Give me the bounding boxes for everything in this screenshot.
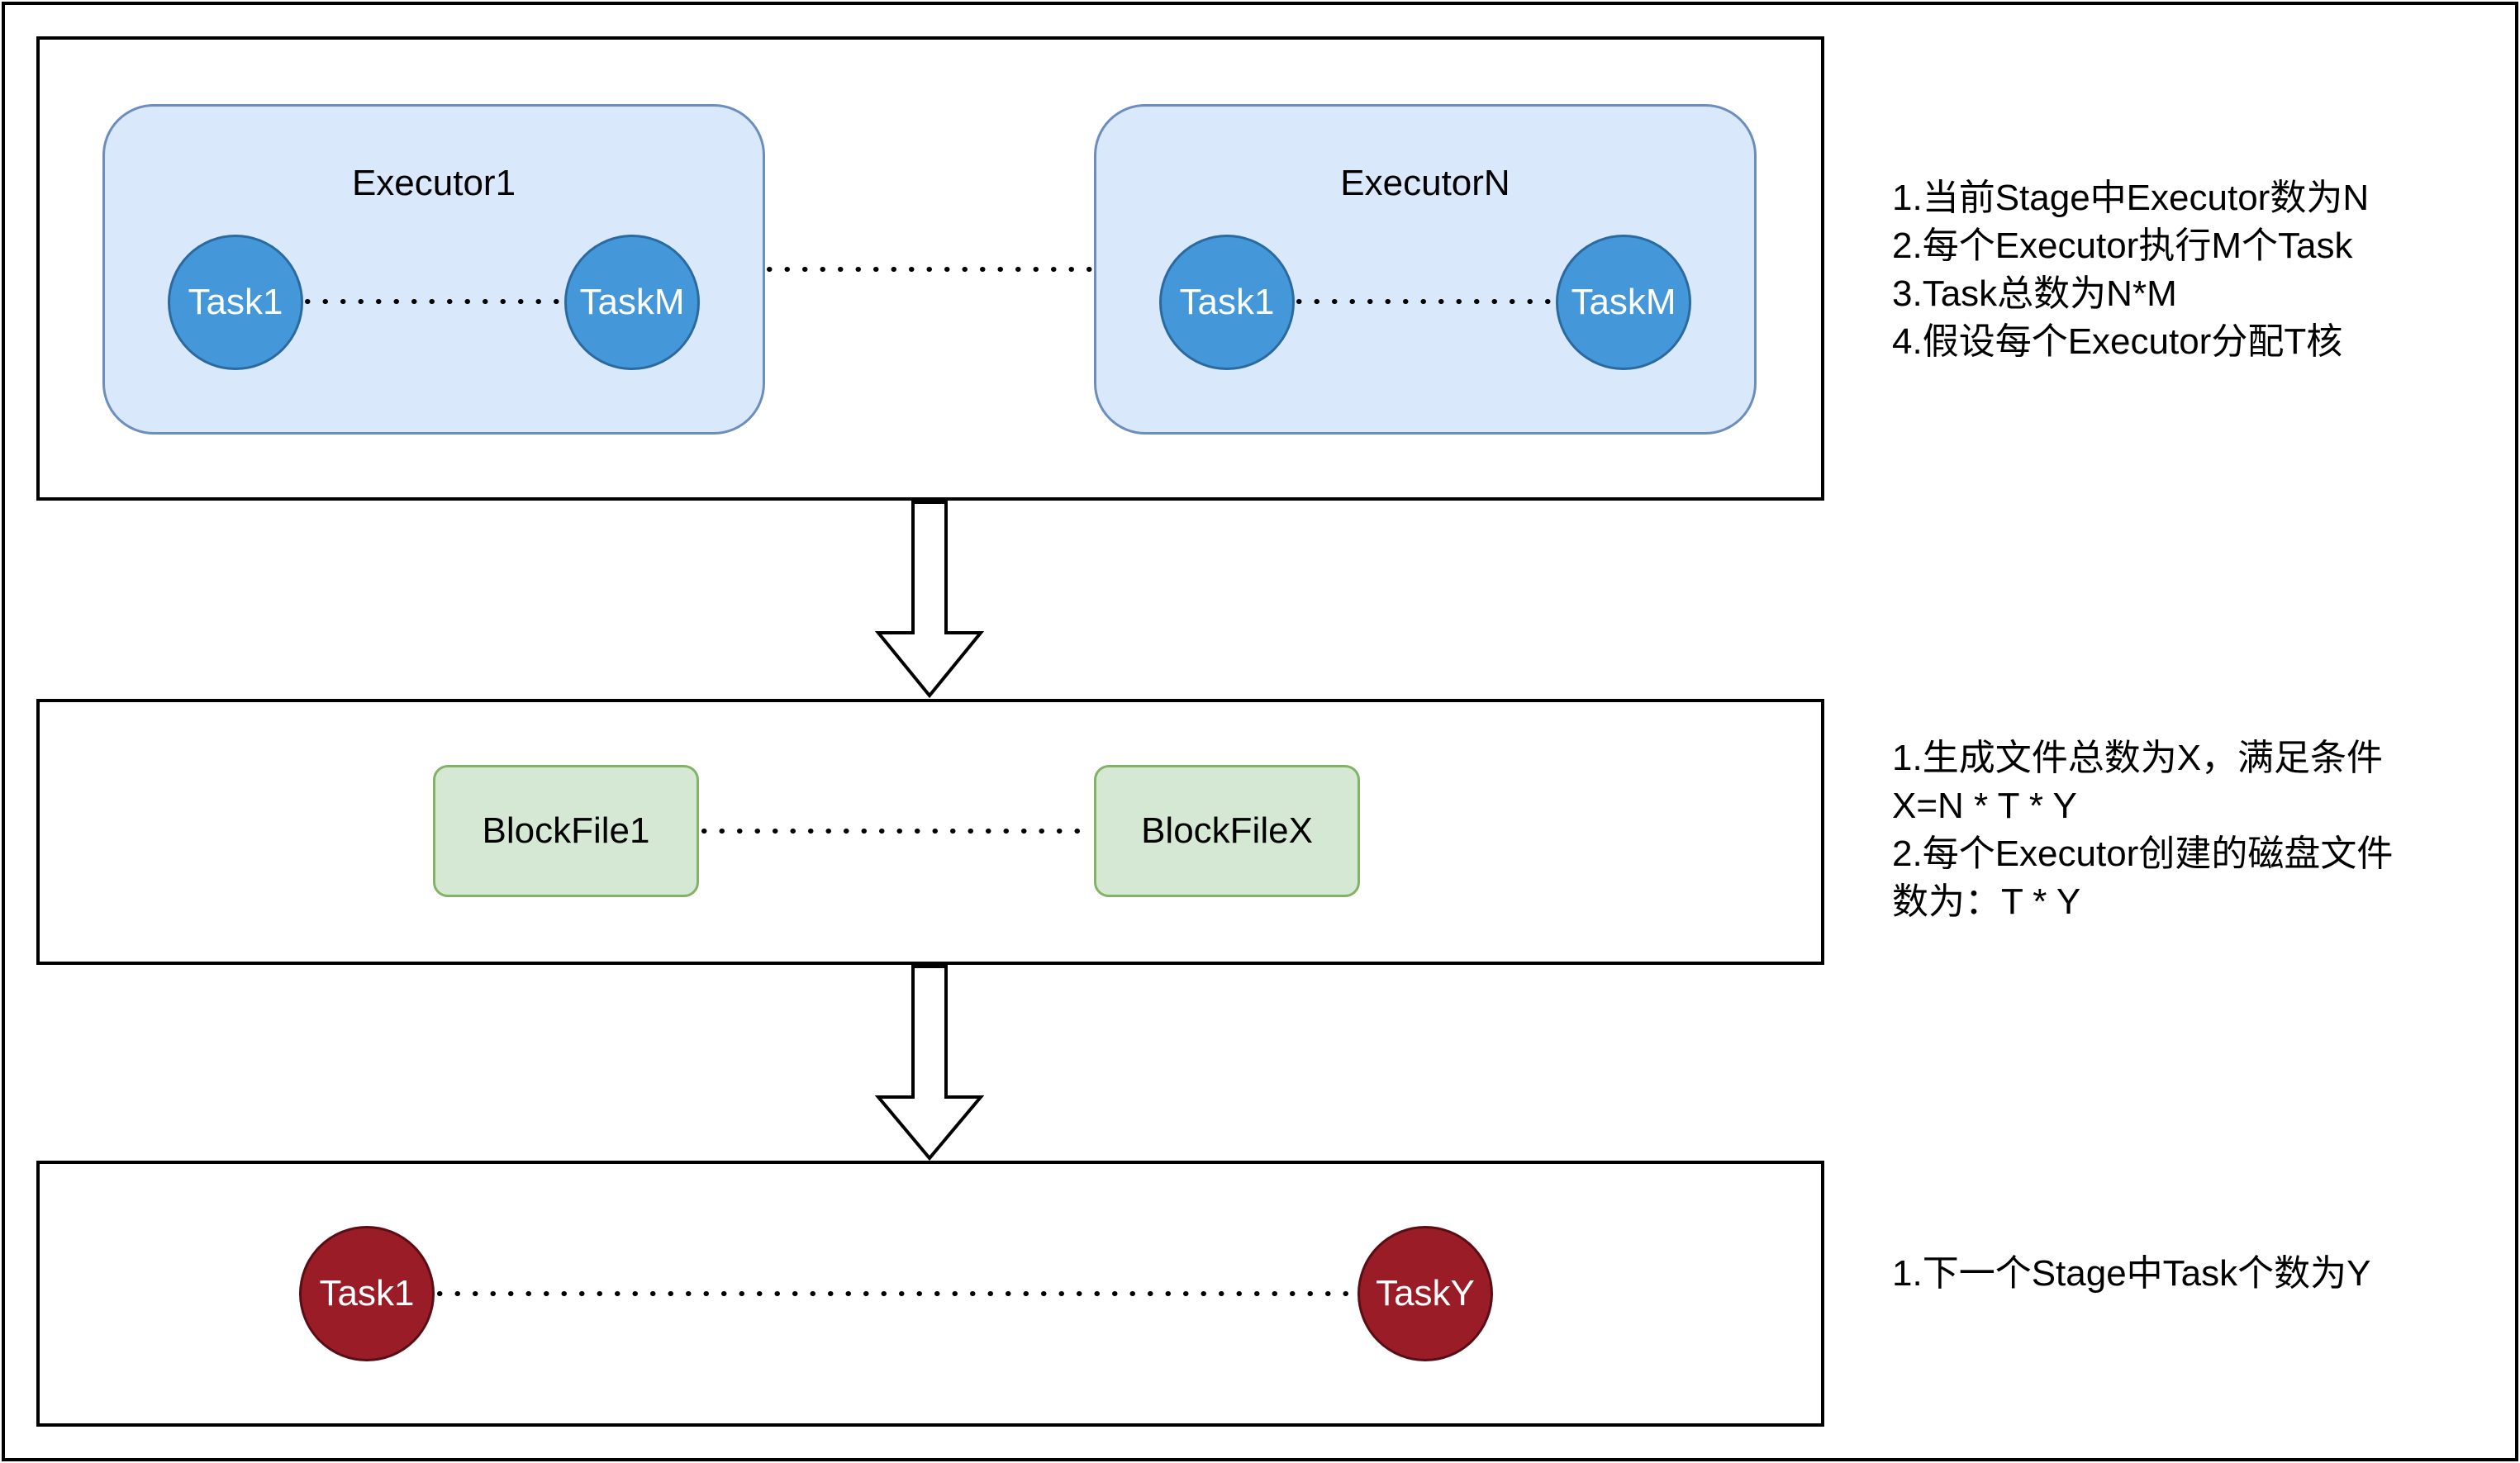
task-node: TaskM <box>1556 235 1691 370</box>
note-line: 2.每个Executor执行M个Task <box>1892 226 2353 266</box>
note-line: 数为：T * Y <box>1892 881 2081 922</box>
block-file: BlockFile1 <box>433 765 699 897</box>
stage2-notes: 1.生成文件总数为X，满足条件 X=N * T * Y 2.每个Executor… <box>1892 734 2393 926</box>
note-line: 2.每个Executor创建的磁盘文件 <box>1892 834 2394 874</box>
stage3-notes: 1.下一个Stage中Task个数为Y <box>1892 1250 2371 1298</box>
task-node: Task1 <box>299 1226 435 1361</box>
note-line: 3.Task总数为N*M <box>1892 273 2177 314</box>
task-node: Task1 <box>1159 235 1295 370</box>
task-node: TaskY <box>1357 1226 1493 1361</box>
task-node: Task1 <box>168 235 303 370</box>
note-line: 1.当前Stage中Executor数为N <box>1892 178 2370 218</box>
task-node: TaskM <box>564 235 700 370</box>
stage2-frame <box>36 699 1824 965</box>
executor-title: Executor1 <box>351 163 516 203</box>
stage1-notes: 1.当前Stage中Executor数为N 2.每个Executor执行M个Ta… <box>1892 174 2369 366</box>
block-file: BlockFileX <box>1094 765 1360 897</box>
note-line: 4.假设每个Executor分配T核 <box>1892 321 2343 362</box>
note-line: X=N * T * Y <box>1892 786 2077 826</box>
executor-title: ExecutorN <box>1340 163 1510 203</box>
note-line: 1.生成文件总数为X，满足条件 <box>1892 738 2384 778</box>
note-line: 1.下一个Stage中Task个数为Y <box>1892 1253 2371 1294</box>
